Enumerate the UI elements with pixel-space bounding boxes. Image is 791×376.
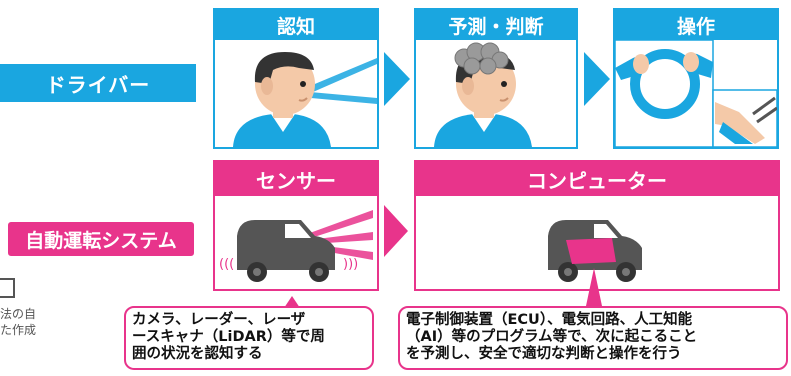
computer-callout-tail <box>586 268 602 306</box>
vehicle-sensor-icon: ((( ))) <box>219 210 373 282</box>
stage-sensor-title: センサー <box>215 162 377 196</box>
computer-callout: 電子制御装置（ECU）、電気回路、人工知能 （AI）等のプログラム等で、次に起こ… <box>398 306 788 370</box>
svg-text:))): ))) <box>343 257 358 272</box>
stage-computer-title: コンピューター <box>416 162 778 196</box>
partial-left-text: 法の自 た作成 <box>0 307 37 337</box>
hands-steering-wheel-icon <box>615 40 777 147</box>
sensor-callout: カメラ、レーダー、レーザ ースキャナ（LiDAR）等で周 囲の状況を認知する <box>124 306 374 370</box>
person-brain-icon <box>434 42 532 147</box>
flow-arrow-2 <box>584 52 610 106</box>
person-eye-icon <box>233 52 377 147</box>
stage-recognition-title: 認知 <box>215 10 377 40</box>
svg-text:(((: ((( <box>219 257 234 272</box>
sensor-callout-tail <box>284 296 300 308</box>
stage-operation-panel: 操作 <box>613 8 779 149</box>
partial-box-icon <box>0 278 15 298</box>
vehicle-computer-icon <box>548 220 642 282</box>
stage-operation-title: 操作 <box>615 10 777 40</box>
flow-arrow-1 <box>384 52 410 106</box>
stage-sensor-panel: センサー ((( ))) <box>213 160 379 291</box>
autonomous-system-row-label: 自動運転システム <box>8 222 194 256</box>
flow-arrow-3 <box>384 205 408 257</box>
driver-row-label: ドライバー <box>0 64 196 102</box>
stage-prediction-panel: 予測・判断 <box>414 8 578 149</box>
stage-prediction-title: 予測・判断 <box>416 10 576 40</box>
stage-recognition-panel: 認知 <box>213 8 379 149</box>
